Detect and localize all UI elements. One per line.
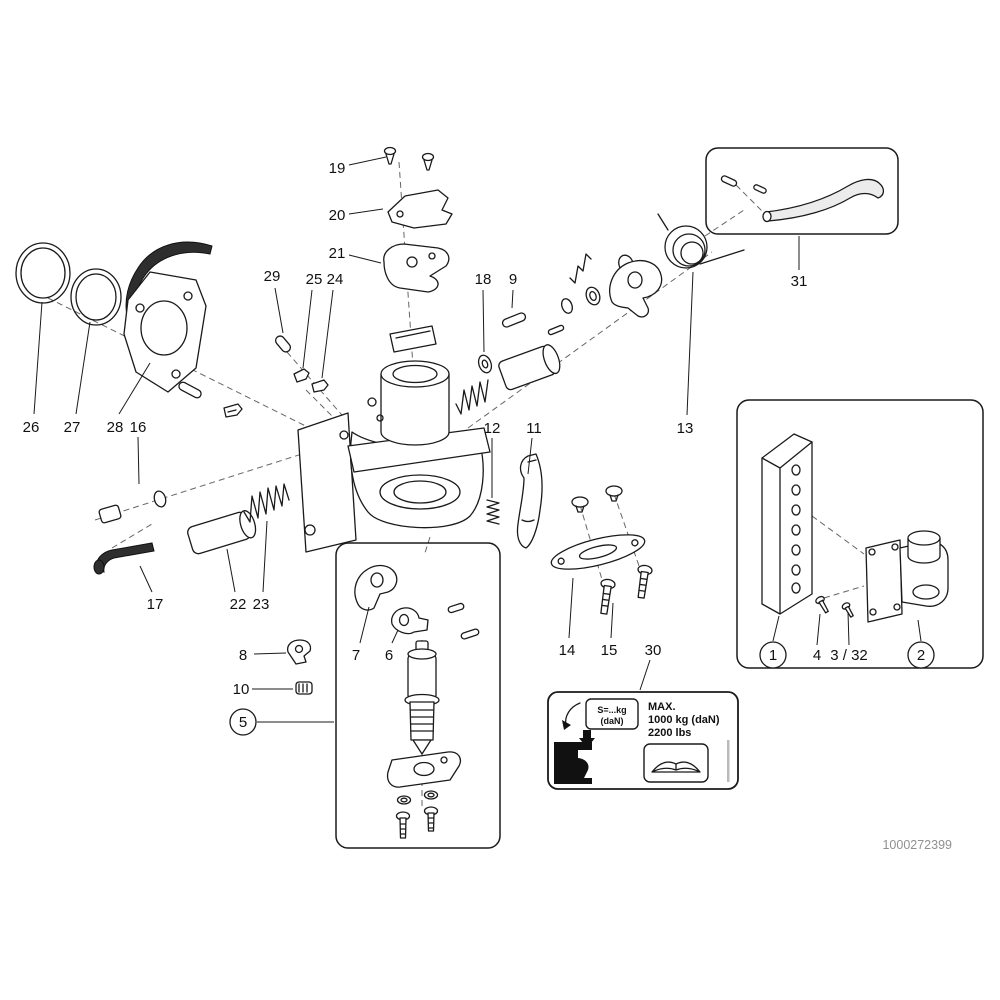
- manual-book-icon: [651, 761, 701, 773]
- bottom-washers-bolts: [395, 790, 439, 839]
- callout-27: 27: [64, 419, 81, 436]
- callout-3-32: 3 / 32: [830, 647, 868, 664]
- hook-lever: [609, 254, 663, 318]
- assembled-bracket-1: [761, 433, 813, 615]
- callout-23: 23: [253, 596, 270, 613]
- callout-2-circle: [907, 641, 935, 669]
- pin-b: [460, 628, 480, 640]
- part-4-bolt: [815, 595, 829, 614]
- callout-25: 25: [306, 271, 323, 288]
- callout-24: 24: [327, 271, 344, 288]
- part-27-ring: [70, 268, 122, 326]
- callout-9: 9: [509, 271, 517, 288]
- main-body: [297, 360, 491, 553]
- leader-lines: [33, 156, 922, 723]
- base-plate: [386, 751, 462, 788]
- sleeve-cylinder: [498, 344, 561, 391]
- callouts: 19 20 21 29 25 24 18 9 31 26 27 28 16 12…: [23, 160, 935, 736]
- part-8: [286, 639, 312, 665]
- part-19-screws: [383, 146, 435, 171]
- part-21-cam: [383, 243, 450, 293]
- part-23-spring: [243, 483, 290, 523]
- callout-29: 29: [264, 268, 281, 285]
- small-spring: [569, 253, 592, 284]
- callout-18: 18: [475, 271, 492, 288]
- callout-5-circle: [229, 708, 257, 736]
- part-7-lever: [354, 564, 398, 611]
- part-20-pawl: [387, 189, 453, 229]
- axis-washers: [560, 286, 601, 314]
- assembled-coupling-2: [865, 530, 949, 623]
- curved-arrow-icon: [562, 720, 571, 730]
- part-31-handle: [720, 175, 885, 223]
- part-28-bracket: [123, 241, 213, 399]
- part-13-torsion-spring: [657, 213, 745, 269]
- axis-spring: [455, 379, 489, 415]
- callout-30: 30: [645, 642, 662, 659]
- sticker-sign-line1: S=...kg: [597, 705, 626, 715]
- part-29-pin: [274, 335, 292, 353]
- part-17-handle: [93, 542, 155, 575]
- callout-5: 5: [239, 714, 247, 731]
- part-15-bolts: [571, 485, 653, 615]
- coupling-pin: [404, 640, 440, 755]
- part-18-washer: [477, 354, 493, 374]
- callout-16: 16: [130, 419, 147, 436]
- small-pin: [547, 324, 565, 336]
- callout-12: 12: [484, 420, 501, 437]
- box-assembled-views: [736, 399, 984, 669]
- callout-13: 13: [677, 420, 694, 437]
- sticker-max-line1: MAX.: [648, 701, 676, 713]
- part-14-plate: [550, 534, 646, 570]
- callout-1-circle: [759, 641, 787, 669]
- callout-4: 4: [813, 647, 821, 664]
- callout-7: 7: [352, 647, 360, 664]
- part-32-bolt: [841, 602, 854, 618]
- part-9-pin: [501, 312, 527, 328]
- sticker-max-line3: 2200 lbs: [648, 727, 691, 739]
- callout-2: 2: [917, 647, 925, 664]
- box-handle-31: [705, 147, 899, 235]
- callout-8: 8: [239, 647, 247, 664]
- hitch-silhouette-icon: [554, 742, 592, 784]
- part-10: [295, 681, 313, 695]
- callout-10: 10: [233, 681, 250, 698]
- parts-24-25-clips: [223, 368, 329, 418]
- callout-1: 1: [769, 647, 777, 664]
- callout-28: 28: [107, 419, 124, 436]
- callout-22: 22: [230, 596, 247, 613]
- down-arrow-icon: [579, 730, 595, 748]
- callout-15: 15: [601, 642, 618, 659]
- pin-a: [447, 602, 465, 614]
- callout-20: 20: [329, 207, 346, 224]
- part-26-snap-ring: [15, 242, 71, 304]
- callout-17: 17: [147, 596, 164, 613]
- part-11-lever: [516, 453, 543, 549]
- callout-21: 21: [329, 245, 346, 262]
- callout-6: 6: [385, 647, 393, 664]
- load-sign: [585, 698, 639, 730]
- sticker-sign-line2: (daN): [601, 716, 624, 726]
- callout-11: 11: [526, 420, 542, 437]
- callout-26: 26: [23, 419, 40, 436]
- callout-19: 19: [329, 160, 346, 177]
- part-number: 1000272399: [882, 838, 952, 852]
- callout-14: 14: [559, 642, 576, 659]
- sticker-max-line2: 1000 kg (daN): [648, 714, 720, 726]
- part-22-roller: [187, 510, 257, 555]
- part-6-clamp: [390, 607, 429, 635]
- capacity-sticker: S=...kg (daN) MAX. 1000 kg (daN) 2200 lb…: [547, 691, 739, 790]
- callout-31: 31: [791, 273, 808, 290]
- sticker-code-mark: [727, 740, 730, 782]
- part-16-bushing: [98, 490, 167, 524]
- box-subassembly-5: [335, 542, 501, 849]
- lock-plate: [389, 325, 437, 353]
- part-12-spring: [486, 499, 500, 525]
